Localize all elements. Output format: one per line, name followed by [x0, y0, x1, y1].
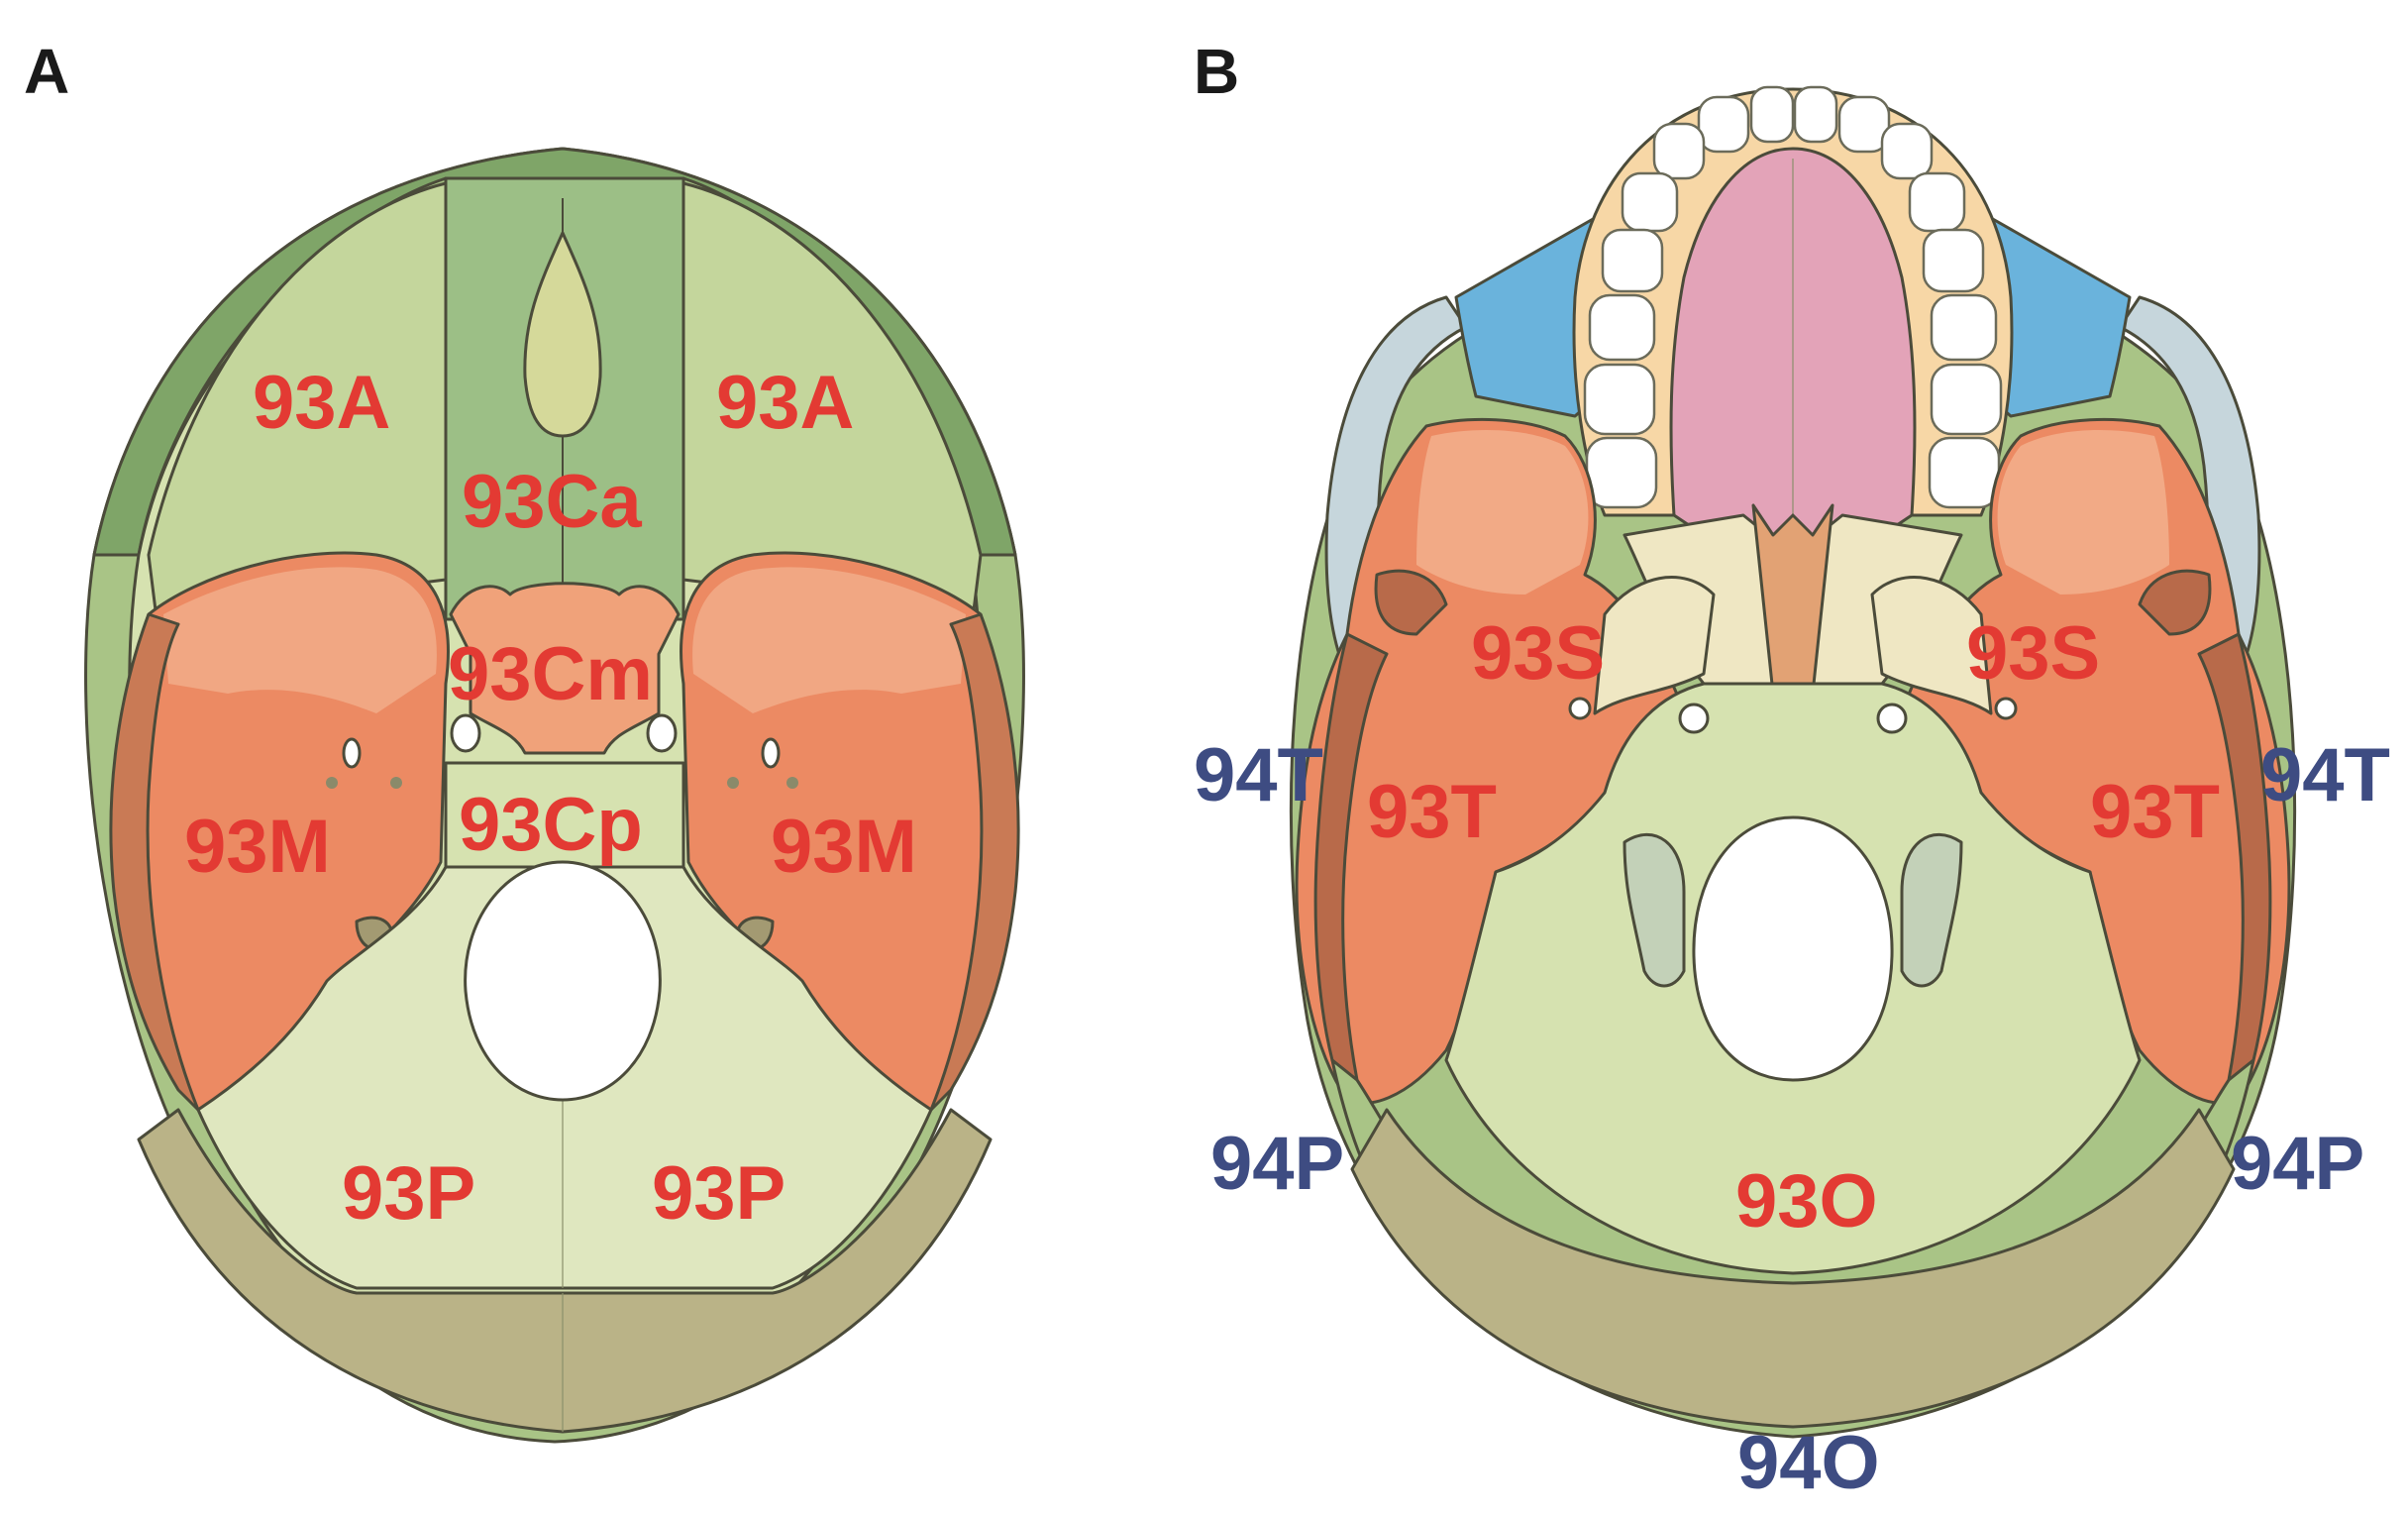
middle-fossa-left-light — [163, 567, 437, 713]
foramen-magnum-b — [1692, 815, 1894, 1082]
panel-a: A — [24, 36, 1025, 1444]
label-anterior-left: 93A — [253, 361, 390, 445]
panel-b: B — [1194, 36, 2390, 1505]
label-middle-left: 93M — [184, 805, 331, 889]
label-outer-occipital: 94O — [1737, 1421, 1880, 1505]
label-clivus: 93Cp — [459, 783, 643, 867]
sphenoid-light-left — [1416, 430, 1589, 595]
sella-turcica — [449, 582, 681, 755]
teeth — [1583, 85, 2003, 509]
label-occipital: 93O — [1735, 1159, 1878, 1244]
label-sella: 93Cm — [448, 632, 653, 716]
label-outer-temporal-left: 94T — [1194, 733, 1323, 817]
foramen-left — [450, 713, 481, 753]
label-posterior-left: 93P — [342, 1151, 475, 1236]
occipital-band-a — [137, 1108, 993, 1434]
panel-letter-b: B — [1194, 36, 1239, 107]
crista-galli — [523, 231, 602, 438]
label-cribriform: 93Ca — [462, 460, 642, 544]
occipital-band-b — [1350, 1108, 2236, 1429]
panel-letter-a: A — [24, 36, 69, 107]
label-temporal-left: 93T — [1367, 770, 1497, 854]
label-posterior-right: 93P — [652, 1151, 785, 1236]
label-outer-temporal-right: 94T — [2260, 733, 2390, 817]
sphenoid-light-right — [1997, 430, 2169, 595]
anterior-fossa-a — [147, 181, 448, 636]
label-outer-parietal-right: 94P — [2231, 1122, 2364, 1206]
label-sphenoid-left: 93S — [1471, 611, 1605, 696]
label-temporal-right: 93T — [2090, 770, 2220, 854]
anterior-fossa-right-a — [681, 181, 983, 636]
middle-fossa-right-light — [692, 567, 966, 713]
label-outer-parietal-left: 94P — [1210, 1122, 1344, 1206]
foramen-magnum-a — [464, 860, 662, 1102]
label-sphenoid-right: 93S — [1966, 611, 2100, 696]
foramen-right — [646, 713, 678, 753]
label-anterior-right: 93A — [716, 361, 854, 445]
label-middle-right: 93M — [771, 805, 917, 889]
